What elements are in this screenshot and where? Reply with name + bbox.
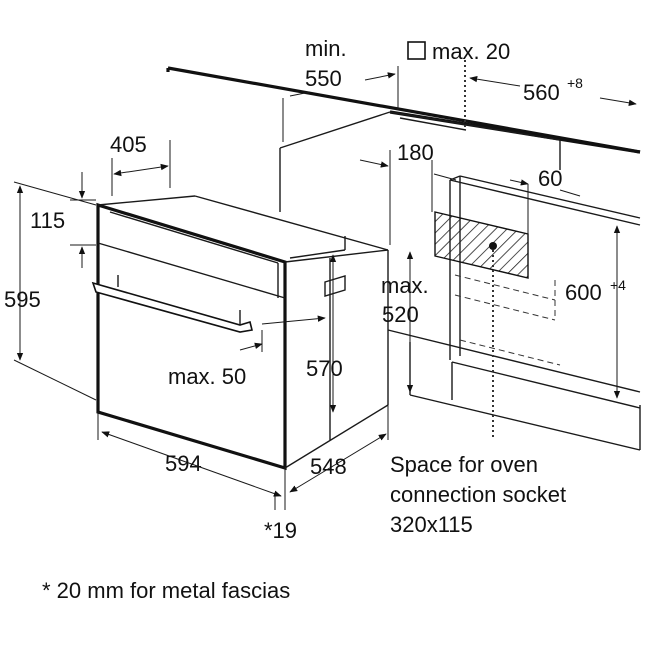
oven-top-right bbox=[284, 249, 389, 263]
arrow-max50-left bbox=[239, 342, 263, 351]
oven-top-back bbox=[194, 195, 389, 251]
dim-550-line bbox=[289, 91, 311, 97]
ext-595-bottom bbox=[13, 359, 97, 401]
socket-zone bbox=[434, 60, 529, 440]
arrow-180-left bbox=[359, 159, 389, 168]
niche-right-top-inner bbox=[459, 175, 641, 219]
footnote: * 20 mm for metal fascias bbox=[42, 578, 290, 603]
dimension-lines bbox=[13, 66, 637, 510]
square-icon bbox=[407, 41, 426, 60]
arrow-60-right bbox=[559, 189, 581, 197]
label-600: 600 bbox=[565, 280, 602, 305]
niche-back-dash-1 bbox=[454, 274, 556, 301]
dim-594-line bbox=[101, 431, 282, 497]
label-570: 570 bbox=[306, 356, 343, 381]
label-405: 405 bbox=[110, 132, 147, 157]
cabinet-niche bbox=[166, 66, 641, 451]
socket-note-line2: connection socket bbox=[390, 482, 566, 507]
arrow-60-left bbox=[509, 179, 529, 186]
arrow-560-right bbox=[599, 97, 637, 106]
arrow-560-left bbox=[469, 75, 521, 87]
oven bbox=[91, 195, 389, 471]
label-max: max. bbox=[381, 273, 429, 298]
socket-note-line1: Space for oven bbox=[390, 452, 538, 477]
label-594: 594 bbox=[165, 451, 202, 476]
arrow-180-right bbox=[433, 173, 457, 181]
oven-top-left bbox=[97, 195, 196, 206]
label-max20: max. 20 bbox=[432, 39, 510, 64]
ext-595-top bbox=[13, 181, 97, 206]
label-560: 560 bbox=[523, 80, 560, 105]
oven-housing-edge bbox=[289, 249, 346, 259]
arrow-max50-right bbox=[261, 315, 326, 325]
dim-548-line bbox=[289, 433, 387, 493]
socket-hatch bbox=[434, 211, 529, 279]
niche-right-top bbox=[449, 179, 641, 226]
niche-floor-front bbox=[409, 394, 641, 451]
oven-front bbox=[96, 202, 287, 471]
label-min: min. bbox=[305, 36, 347, 61]
label-520: 520 bbox=[382, 302, 419, 327]
label-600-tolerance: +4 bbox=[610, 277, 626, 293]
socket-note-line3: 320x115 bbox=[390, 512, 473, 537]
label-max50: max. 50 bbox=[168, 364, 246, 389]
dimension-labels: min. 550 max. 20 560 +8 405 180 60 115 5… bbox=[4, 36, 626, 543]
label-560-tolerance: +8 bbox=[567, 75, 583, 91]
oven-control-top bbox=[109, 211, 279, 264]
oven-handle bbox=[91, 281, 253, 333]
niche-floor-back bbox=[387, 329, 641, 393]
niche-back-dash-2 bbox=[454, 294, 556, 321]
side-bracket bbox=[324, 275, 346, 297]
socket-point bbox=[489, 242, 497, 250]
arrow-550-right bbox=[364, 72, 396, 81]
label-548: 548 bbox=[310, 454, 347, 479]
label-star-19: *19 bbox=[264, 518, 297, 543]
niche-top-shelf bbox=[389, 111, 561, 141]
niche-back-dash-4 bbox=[459, 339, 561, 366]
label-60: 60 bbox=[538, 166, 562, 191]
label-115: 115 bbox=[30, 208, 65, 233]
label-550: 550 bbox=[305, 66, 342, 91]
niche-top-left bbox=[279, 111, 391, 149]
oven-control-strip bbox=[97, 242, 286, 299]
label-180: 180 bbox=[397, 140, 434, 165]
niche-floor-inner bbox=[451, 361, 641, 409]
socket-note: Space for oven connection socket 320x115 bbox=[390, 452, 566, 537]
niche-top-inner bbox=[399, 117, 467, 131]
label-595: 595 bbox=[4, 287, 41, 312]
dim-405-line bbox=[113, 163, 169, 177]
